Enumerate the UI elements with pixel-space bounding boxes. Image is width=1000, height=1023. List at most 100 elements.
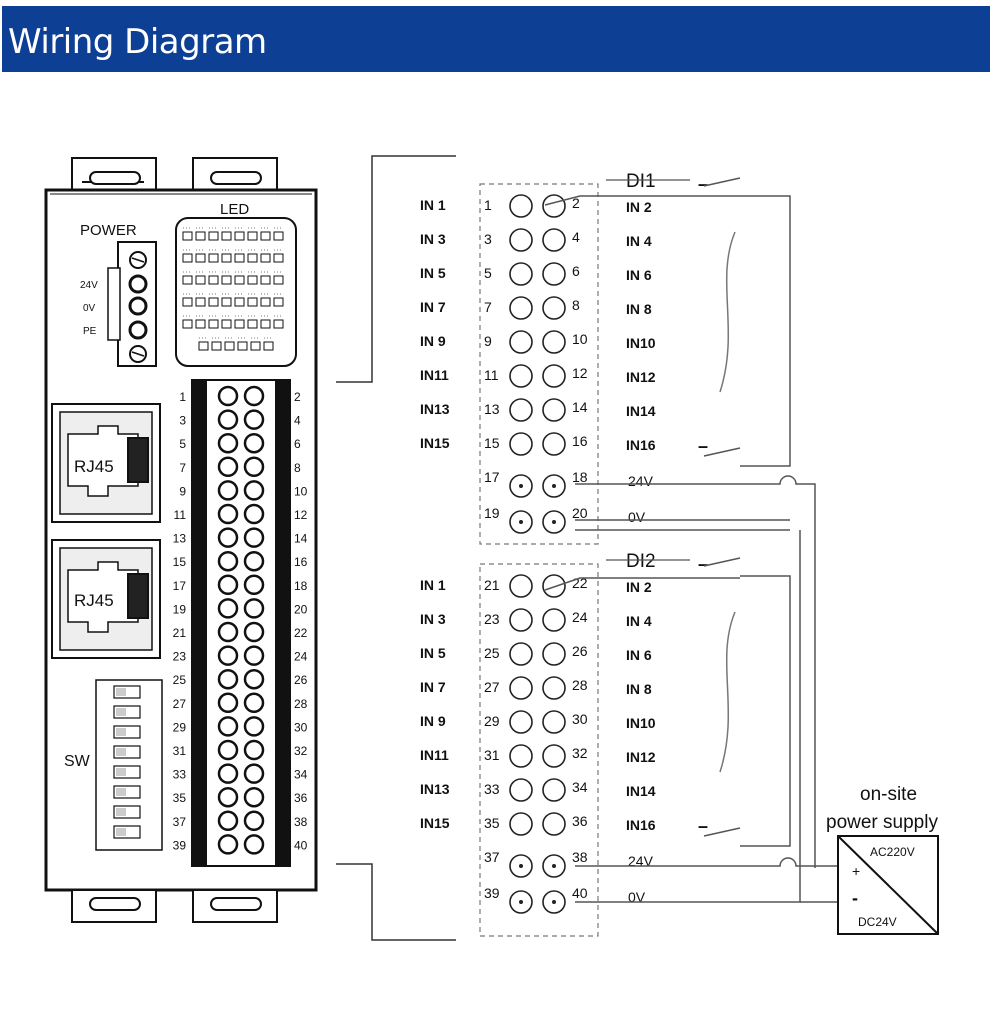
terminal-screw: [542, 642, 566, 666]
led-indicator: [195, 253, 206, 263]
led-indicator: [198, 341, 209, 351]
terminal-screw: [217, 810, 239, 832]
terminal-number: 6: [572, 263, 580, 279]
led-indicator: [182, 297, 193, 307]
input-label-right: IN14: [626, 403, 656, 419]
led-indicator: [247, 297, 258, 307]
led-indicator: [247, 275, 258, 285]
terminal-number: 1: [484, 197, 492, 213]
input-label-left: IN15: [420, 815, 450, 831]
terminal-screw: [509, 364, 533, 388]
terminal-number-right: 8: [294, 461, 301, 475]
terminal-number-left: 39: [173, 838, 187, 852]
power-supply-dc-label: DC24V: [858, 915, 897, 929]
terminal-number-left: 35: [173, 791, 187, 805]
terminal-screw: [542, 364, 566, 388]
terminal-screw: [243, 527, 265, 548]
terminal-number: 3: [484, 231, 492, 247]
terminal-number-right: 20: [294, 602, 308, 616]
mount-tab-bottom-left: [71, 889, 157, 923]
led-indicator: [221, 297, 232, 307]
led-indicator: [273, 231, 284, 241]
terminal-number-right: 14: [294, 532, 308, 546]
terminal-screw: [542, 228, 566, 252]
input-label-right: IN 6: [626, 267, 652, 283]
input-label-left: IN11: [420, 747, 449, 763]
terminal-number: 11: [484, 367, 499, 383]
supply-label: 24V: [628, 853, 654, 869]
terminal-screw: [509, 710, 533, 734]
terminal-number: 25: [484, 645, 500, 661]
terminal-number-right: 26: [294, 673, 308, 687]
terminal-number-right: 2: [294, 390, 301, 404]
terminal-number-left: 33: [173, 768, 187, 782]
terminal-number-right: 28: [294, 697, 308, 711]
terminal-screw: [509, 296, 533, 320]
led-indicator: [260, 297, 271, 307]
terminal-number-right: 16: [294, 555, 308, 569]
terminal-number-right: 10: [294, 484, 308, 498]
terminal-screw: [217, 739, 239, 761]
terminal-number-right: 40: [294, 838, 308, 852]
led-indicator: [273, 253, 284, 263]
terminal-number: 21: [484, 577, 500, 593]
led-indicator: [247, 253, 258, 263]
input-label-left: IN 9: [420, 333, 446, 349]
terminal-screw: [509, 744, 533, 768]
terminal-number-left: 21: [173, 626, 187, 640]
input-label-right: IN 2: [626, 579, 652, 595]
terminal-number-right: 18: [294, 579, 308, 593]
terminal-number-left: 17: [173, 579, 187, 593]
terminal-screw: [217, 598, 239, 619]
led-indicator: [250, 341, 261, 351]
terminal-number: 33: [484, 781, 500, 797]
power-connector: [107, 241, 157, 367]
terminal-screw: [243, 763, 265, 784]
terminal-screw: [217, 456, 239, 478]
terminal-number-right: 30: [294, 720, 308, 734]
terminal-screw-dot: [552, 520, 556, 524]
terminal-block-outline: [479, 183, 599, 545]
terminal-number: 23: [484, 611, 500, 627]
led-indicator: [260, 253, 271, 263]
terminal-screw: [542, 574, 566, 598]
terminal-number: 38: [572, 849, 588, 865]
terminal-number: 14: [572, 399, 588, 415]
terminal-screw: [243, 668, 265, 690]
mount-tab-top-right: [192, 157, 278, 191]
dip-switch-knob: [116, 788, 126, 796]
dip-switch-knob: [116, 748, 126, 756]
led-indicator: [211, 341, 222, 351]
terminal-number-left: 23: [173, 650, 187, 664]
input-label-right: IN 8: [626, 681, 652, 697]
terminal-screw: [243, 574, 265, 596]
terminal-screw: [542, 432, 566, 456]
terminal-number-right: 38: [294, 815, 308, 829]
dip-switch: [95, 679, 163, 851]
supply-label: 24V: [628, 473, 654, 489]
input-label-left: IN 5: [420, 645, 446, 661]
terminal-screw: [542, 778, 566, 802]
terminal-screw: [243, 716, 265, 737]
terminal-number-left: 1: [179, 390, 186, 404]
led-indicator: [195, 231, 206, 241]
terminal-screw: [217, 621, 239, 643]
terminal-screw: [217, 834, 239, 855]
terminal-number-left: 5: [179, 437, 186, 451]
terminal-screw: [243, 598, 265, 619]
terminal-screw: [542, 330, 566, 354]
terminal-screw: [509, 812, 533, 836]
terminal-screw: [217, 668, 239, 690]
input-label-right: IN12: [626, 369, 656, 385]
terminal-screw: [243, 480, 265, 501]
input-label-left: IN 5: [420, 265, 446, 281]
terminal-screw: [509, 228, 533, 252]
terminal-screw-dot: [519, 520, 523, 524]
terminal-number: 4: [572, 229, 580, 245]
terminal-number: 18: [572, 469, 588, 485]
dip-switch-knob: [116, 688, 126, 696]
led-indicator: [221, 319, 232, 329]
terminal-number: 35: [484, 815, 500, 831]
terminal-screw: [217, 645, 239, 666]
